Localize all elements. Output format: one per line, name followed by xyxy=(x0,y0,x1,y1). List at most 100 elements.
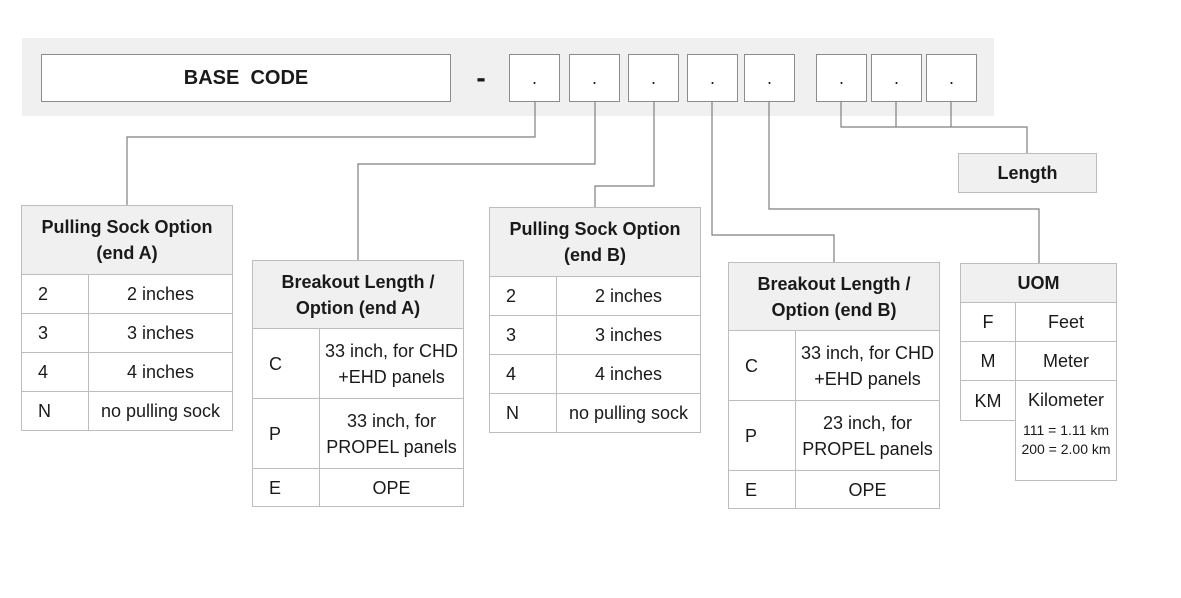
note-line-1: 111 = 1.11 km xyxy=(1023,422,1109,438)
table-row: N no pulling sock xyxy=(489,393,701,433)
slot-length-2: . xyxy=(871,54,922,102)
table-row: M Meter xyxy=(960,341,1117,381)
title-line-1: Pulling Sock Option xyxy=(509,219,681,239)
title-line-2: Option (end A) xyxy=(295,297,421,318)
connector-pulling-a xyxy=(126,102,536,205)
option-desc: no pulling sock xyxy=(556,393,701,433)
title-line-1: Breakout Length / xyxy=(281,271,435,292)
slot-uom: . xyxy=(744,54,795,102)
table-row: 3 3 inches xyxy=(21,313,233,353)
option-code: 3 xyxy=(21,313,89,353)
connector-breakout-a xyxy=(357,102,596,260)
slot-breakout-a: . xyxy=(569,54,620,102)
table-title: Pulling Sock Option (end B) xyxy=(489,207,701,277)
table-row: 2 2 inches xyxy=(21,274,233,314)
desc-line-2: PROPEL panels xyxy=(326,436,457,457)
table-row: P 33 inch, for PROPEL panels xyxy=(252,398,464,469)
table-row: N no pulling sock xyxy=(21,391,233,431)
table-row: E OPE xyxy=(728,470,940,509)
connector-pulling-b xyxy=(594,102,655,207)
table-title: Breakout Length / Option (end B) xyxy=(728,262,940,331)
option-code: P xyxy=(728,400,796,471)
option-desc: 33 inch, for CHD +EHD panels xyxy=(319,328,464,399)
slot-pulling-a: . xyxy=(509,54,560,102)
option-desc: 33 inch, for CHD +EHD panels xyxy=(795,330,940,401)
table-row: 4 4 inches xyxy=(489,354,701,394)
option-code: E xyxy=(728,470,796,509)
option-desc: Kilometer 111 = 1.11 km 200 = 2.00 km xyxy=(1015,380,1117,481)
title-line-2: (end A) xyxy=(96,243,158,263)
desc-line-1: 23 inch, for xyxy=(822,412,913,433)
table-title: Breakout Length / Option (end A) xyxy=(252,260,464,329)
slot-length-1: . xyxy=(816,54,867,102)
option-desc: 2 inches xyxy=(556,276,701,316)
option-code: F xyxy=(960,302,1016,342)
desc-line-1: 33 inch, for CHD xyxy=(324,340,459,361)
option-code: E xyxy=(252,468,320,507)
table-row: P 23 inch, for PROPEL panels xyxy=(728,400,940,471)
title-line-1: Pulling Sock Option xyxy=(41,217,213,237)
empty-cell xyxy=(960,420,1016,481)
pulling-sock-a-table: Pulling Sock Option (end A) 2 2 inches 3… xyxy=(21,205,233,431)
option-desc: 33 inch, for PROPEL panels xyxy=(319,398,464,469)
option-code: N xyxy=(21,391,89,431)
option-code: C xyxy=(252,328,320,399)
option-code: 4 xyxy=(489,354,557,394)
option-code: C xyxy=(728,330,796,401)
option-code: 2 xyxy=(21,274,89,314)
slot-breakout-b: . xyxy=(687,54,738,102)
table-title: Pulling Sock Option (end A) xyxy=(21,205,233,275)
option-desc: OPE xyxy=(795,470,940,509)
connector-length xyxy=(840,102,1028,153)
option-desc: 23 inch, for PROPEL panels xyxy=(795,400,940,471)
desc-line-1: 33 inch, for CHD xyxy=(800,342,935,363)
table-row: KM Kilometer 111 = 1.11 km 200 = 2.00 km xyxy=(960,380,1117,481)
table-row: 2 2 inches xyxy=(489,276,701,316)
table-row: F Feet xyxy=(960,302,1117,342)
title-line-2: Option (end B) xyxy=(771,299,897,320)
table-row: 3 3 inches xyxy=(489,315,701,355)
connector-breakout-b xyxy=(711,102,835,262)
option-code: 4 xyxy=(21,352,89,392)
option-desc: 3 inches xyxy=(556,315,701,355)
table-row: C 33 inch, for CHD +EHD panels xyxy=(252,328,464,399)
option-code: M xyxy=(960,341,1016,381)
option-code: P xyxy=(252,398,320,469)
table-row: C 33 inch, for CHD +EHD panels xyxy=(728,330,940,401)
desc-line-2: PROPEL panels xyxy=(802,438,933,459)
connector-uom xyxy=(768,102,1040,263)
title-line-2: (end B) xyxy=(564,245,626,265)
note-line-2: 200 = 2.00 km xyxy=(1021,441,1111,457)
base-code-box: BASE CODE xyxy=(41,54,451,102)
option-code: 3 xyxy=(489,315,557,355)
desc-line-2: +EHD panels xyxy=(338,366,445,387)
option-desc: Meter xyxy=(1015,341,1117,381)
table-title: UOM xyxy=(960,263,1117,303)
note-text: 111 = 1.11 km 200 = 2.00 km xyxy=(1020,421,1112,459)
slot-pulling-b: . xyxy=(628,54,679,102)
option-desc: no pulling sock xyxy=(88,391,233,431)
title-line-1: Breakout Length / xyxy=(757,273,911,294)
length-label: Length xyxy=(958,153,1097,193)
option-desc: OPE xyxy=(319,468,464,507)
option-desc: 2 inches xyxy=(88,274,233,314)
option-code: KM xyxy=(960,380,1016,421)
option-code: N xyxy=(489,393,557,433)
slot-length-3: . xyxy=(926,54,977,102)
table-row: 4 4 inches xyxy=(21,352,233,392)
option-desc: 4 inches xyxy=(556,354,701,394)
desc-line-2: +EHD panels xyxy=(814,368,921,389)
breakout-a-table: Breakout Length / Option (end A) C 33 in… xyxy=(252,260,464,507)
code-separator: - xyxy=(476,62,486,93)
option-desc: Feet xyxy=(1015,302,1117,342)
desc-kilometer: Kilometer xyxy=(1027,390,1105,410)
table-row: E OPE xyxy=(252,468,464,507)
breakout-b-table: Breakout Length / Option (end B) C 33 in… xyxy=(728,262,940,509)
desc-line-1: 33 inch, for xyxy=(346,410,437,431)
pulling-sock-b-table: Pulling Sock Option (end B) 2 2 inches 3… xyxy=(489,207,701,433)
option-code: 2 xyxy=(489,276,557,316)
option-desc: 3 inches xyxy=(88,313,233,353)
uom-table: UOM F Feet M Meter KM Kilometer 111 = 1.… xyxy=(960,263,1117,481)
option-desc: 4 inches xyxy=(88,352,233,392)
